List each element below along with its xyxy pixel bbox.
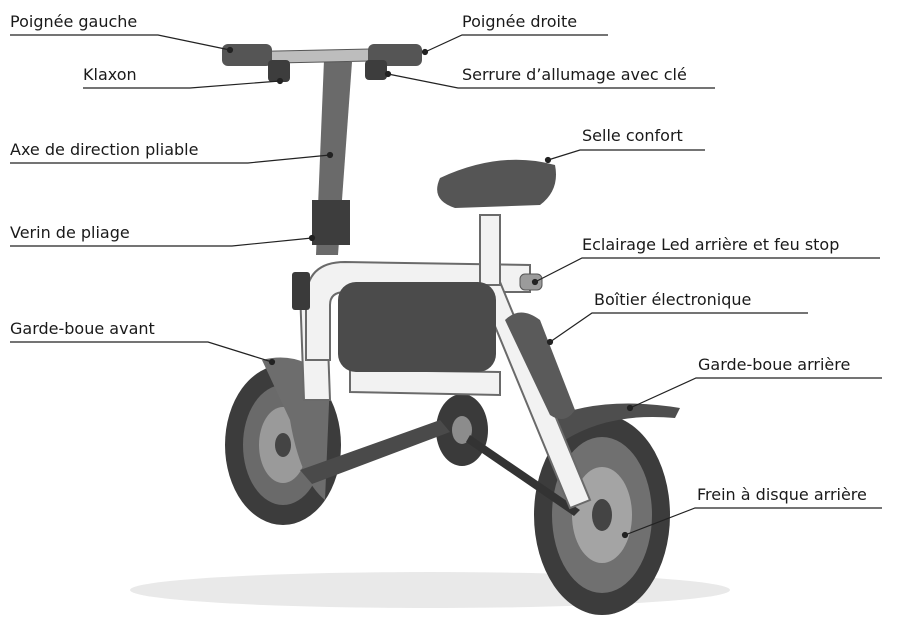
left-grip [222, 44, 272, 66]
label-horn: Klaxon [83, 65, 137, 84]
saddle [437, 159, 556, 208]
label-rear-mudguard: Garde-boue arrière [698, 355, 851, 374]
label-electronic-box: Boîtier électronique [594, 290, 752, 309]
label-left-grip: Poignée gauche [10, 12, 138, 31]
label-right-grip: Poignée droite [462, 12, 578, 31]
label-folding-jack: Verin de pliage [10, 223, 130, 242]
electronic-box [505, 312, 575, 419]
battery [338, 282, 496, 372]
label-steering-axis: Axe de direction pliable [10, 140, 199, 159]
label-saddle: Selle confort [582, 126, 683, 145]
label-rear-disc-brake: Frein à disque arrière [697, 485, 867, 504]
leader-lines [10, 34, 882, 539]
label-ignition-lock: Serrure d’allumage avec clé [462, 65, 687, 84]
front-strut [300, 420, 450, 484]
label-rear-light: Eclairage Led arrière et feu stop [582, 235, 840, 254]
front-lamp [292, 272, 310, 310]
rear-mudguard [545, 403, 680, 440]
label-front-mudguard: Garde-boue avant [10, 319, 155, 338]
rear-light [519, 273, 543, 291]
